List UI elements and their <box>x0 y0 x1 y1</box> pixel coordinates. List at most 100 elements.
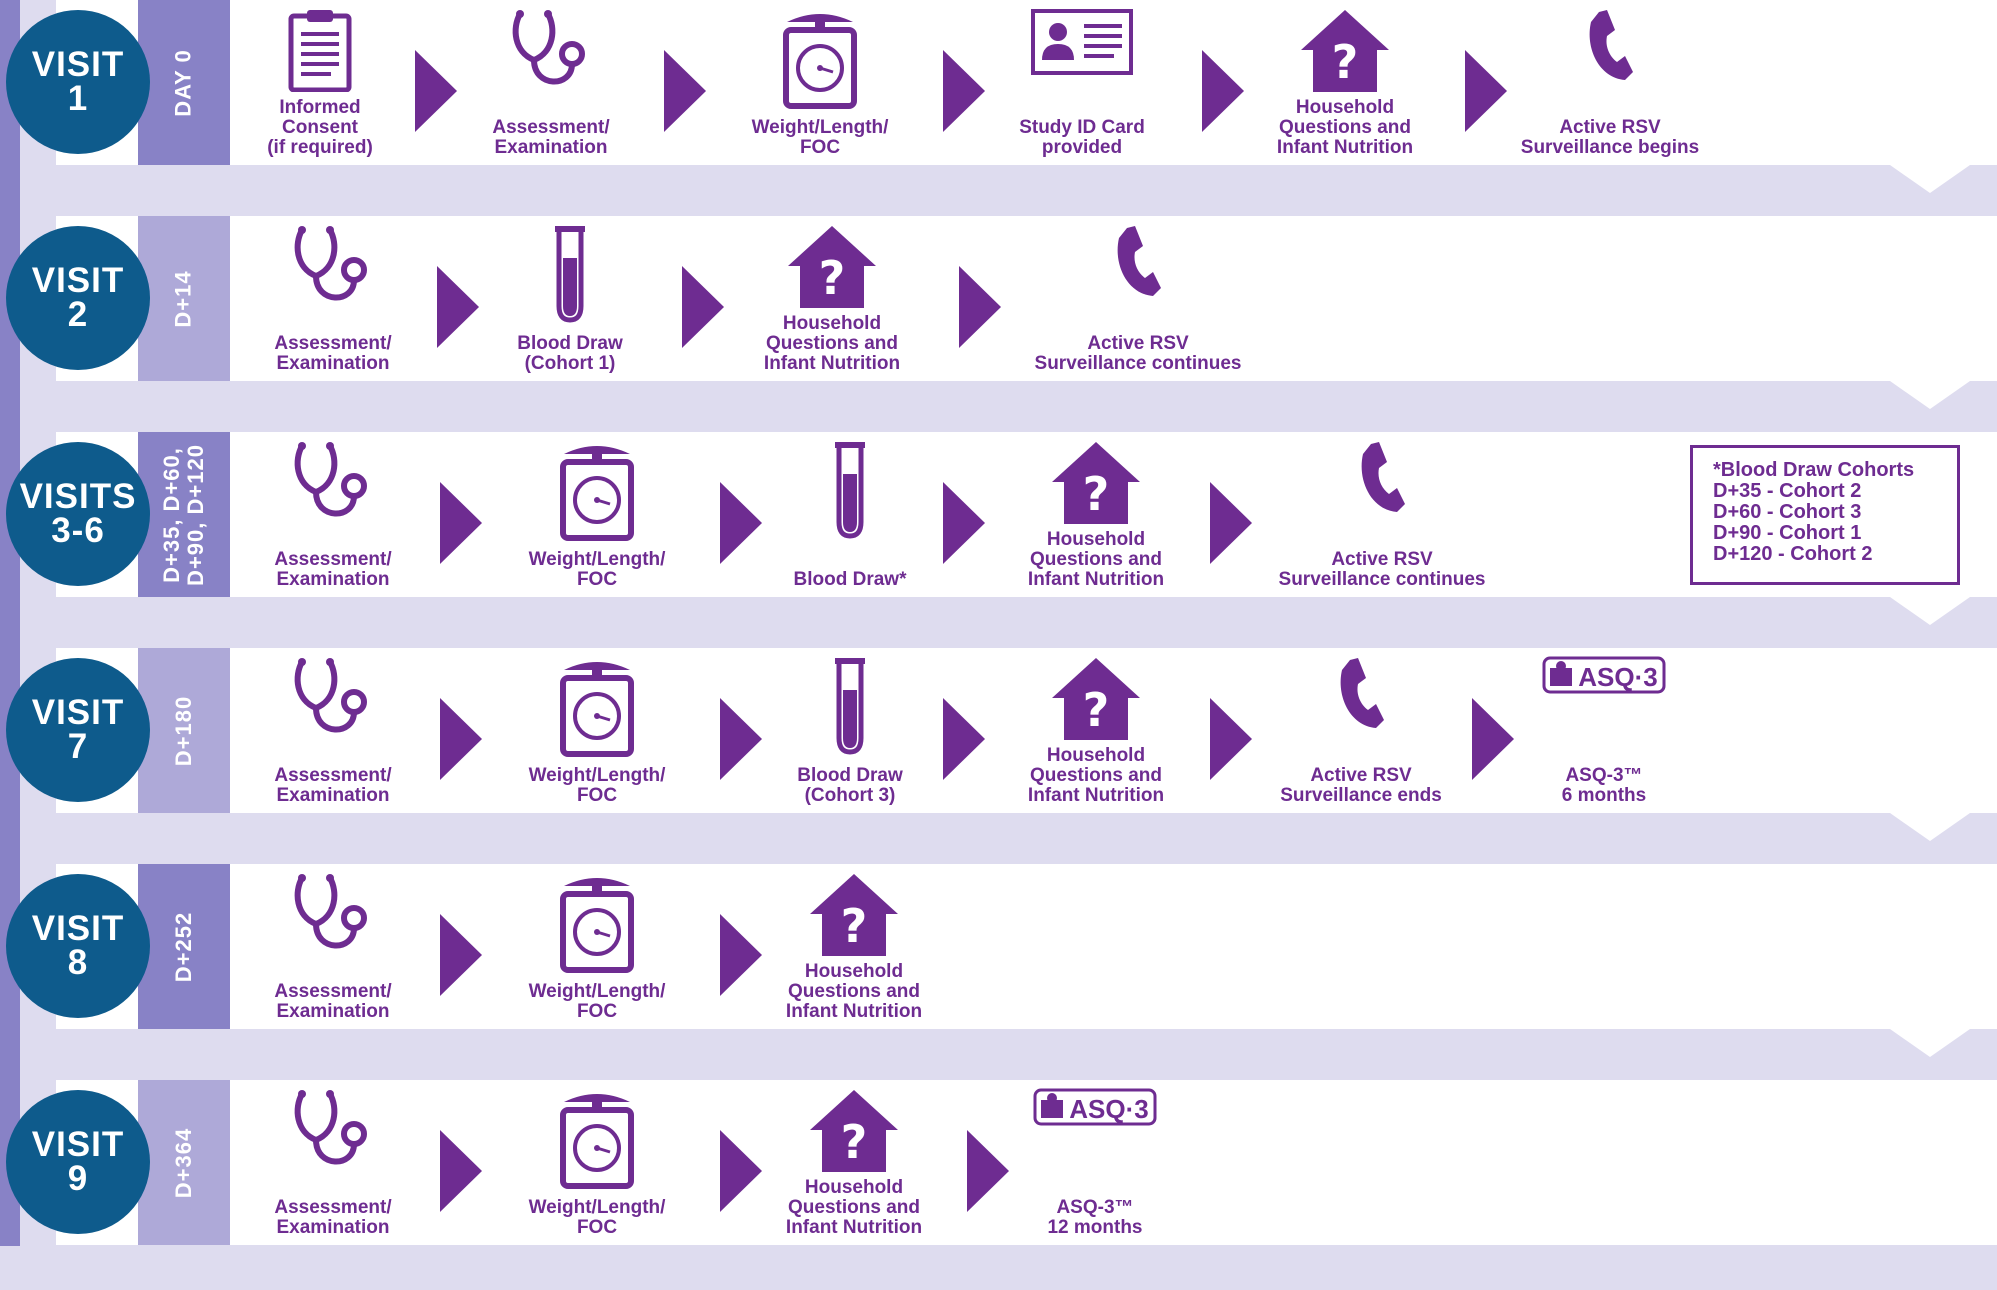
step-label: Active RSV Surveillance ends <box>1280 765 1442 806</box>
step-label: Household Questions and Infant Nutrition <box>1276 97 1414 158</box>
house-question-icon: ? <box>732 224 932 310</box>
visit-step: Blood Draw (Cohort 3) <box>750 648 950 813</box>
svg-text:?: ? <box>1083 467 1110 521</box>
step-arrow-icon <box>1210 698 1252 780</box>
step-label: Household Questions and Infant Nutrition <box>763 313 901 374</box>
visit-word: VISITS <box>19 477 137 516</box>
visit-number: 2 <box>67 295 89 334</box>
visit-step: Assessment/ Examination <box>233 648 433 813</box>
id-card-icon <box>982 8 1182 76</box>
step-arrow-icon <box>682 266 724 348</box>
day-text: D+252 <box>170 911 196 982</box>
visit-card <box>56 648 1997 813</box>
svg-text:ASQ·3: ASQ·3 <box>1578 662 1657 692</box>
visit-day-label: DAY 0 <box>138 0 230 165</box>
house-question-icon: ? <box>996 440 1196 526</box>
clipboard-icon <box>220 8 420 92</box>
visit-card <box>56 216 1997 381</box>
phone-icon <box>1261 656 1461 732</box>
stethoscope-icon <box>233 224 433 308</box>
note-line: D+35 - Cohort 2 <box>1713 480 1862 502</box>
visit-step: Weight/Length/ FOC <box>497 864 697 1029</box>
note-line: D+90 - Cohort 1 <box>1713 522 1862 544</box>
visit-step: ? Household Questions and Infant Nutritio… <box>754 864 954 1029</box>
visit-card <box>56 432 1997 597</box>
step-arrow-icon <box>437 266 479 348</box>
step-label: Weight/Length/ FOC <box>528 1197 666 1238</box>
step-arrow-icon <box>415 50 457 132</box>
step-arrow-icon <box>440 482 482 564</box>
phone-icon <box>1510 8 1710 84</box>
step-label: Assessment/ Examination <box>274 333 392 374</box>
step-arrow-icon <box>440 1130 482 1212</box>
blood-draw-cohorts-note: *Blood Draw Cohorts D+35 - Cohort 2 D+60… <box>1690 445 1960 585</box>
house-question-icon: ? <box>996 656 1196 742</box>
step-arrow-icon <box>440 914 482 996</box>
visit-word: VISIT <box>31 1125 125 1164</box>
visit-step: Assessment/ Examination <box>233 432 433 597</box>
down-chevron-connector <box>1890 165 1970 193</box>
step-arrow-icon <box>943 482 985 564</box>
scale-icon <box>497 656 697 758</box>
step-arrow-icon <box>1202 50 1244 132</box>
step-arrow-icon <box>1465 50 1507 132</box>
asq3-logo-icon: ASQ·3 <box>995 1088 1195 1126</box>
visit-card <box>56 0 1997 165</box>
visit-step: Weight/Length/ FOC <box>497 432 697 597</box>
visit-step: Informed Consent (if required) <box>220 0 420 165</box>
day-text: D+180 <box>170 695 196 766</box>
visit-step: ?Household Questions and Infant Nutritio… <box>996 432 1196 597</box>
visit-step: Active RSV Surveillance continues <box>1279 432 1485 597</box>
svg-text:?: ? <box>1083 683 1110 737</box>
step-arrow-icon <box>943 698 985 780</box>
svg-text:?: ? <box>841 899 868 953</box>
visit-step: Assessment/ Examination <box>233 216 433 381</box>
step-label: ASQ-3™ 6 months <box>1561 765 1647 806</box>
step-label: Study ID Card provided <box>1019 117 1145 158</box>
visit-word: VISIT <box>31 261 125 300</box>
svg-text:?: ? <box>841 1115 868 1169</box>
stethoscope-icon <box>451 8 651 92</box>
house-question-icon: ? <box>754 872 954 958</box>
test-tube-icon <box>750 656 950 756</box>
visit-day-label: D+14 <box>138 216 230 381</box>
scale-icon <box>497 872 697 974</box>
visit-step: Assessment/ Examination <box>233 864 433 1029</box>
step-arrow-icon <box>1472 698 1514 780</box>
visit-step: ?Household Questions and Infant Nutritio… <box>732 216 932 381</box>
step-label: Household Questions and Infant Nutrition <box>1027 745 1165 806</box>
day-text: D+35, D+60, D+90, D+120 <box>159 443 208 586</box>
step-label: Assessment/ Examination <box>274 981 392 1022</box>
visit-day-label: D+180 <box>138 648 230 813</box>
step-label: Household Questions and Infant Nutrition <box>785 961 923 1022</box>
house-question-icon: ? <box>754 1088 954 1174</box>
down-chevron-connector <box>1890 813 1970 841</box>
note-line: *Blood Draw Cohorts <box>1713 459 1915 481</box>
step-arrow-icon <box>959 266 1001 348</box>
step-label: Active RSV Surveillance begins <box>1520 117 1700 158</box>
scale-icon <box>720 8 920 110</box>
visit-card <box>56 864 1997 1029</box>
test-tube-icon <box>750 440 950 540</box>
scale-icon <box>497 440 697 542</box>
visit-word: VISIT <box>31 45 125 84</box>
house-question-icon: ? <box>1245 8 1445 94</box>
phone-icon <box>1282 440 1482 516</box>
step-label: Active RSV Surveillance continues <box>1278 549 1486 590</box>
test-tube-icon <box>470 224 670 324</box>
step-label: Blood Draw (Cohort 3) <box>797 765 903 806</box>
step-label: Weight/Length/ FOC <box>528 765 666 806</box>
step-label: Active RSV Surveillance continues <box>1034 333 1242 374</box>
step-arrow-icon <box>1210 482 1252 564</box>
visit-card <box>56 1080 1997 1245</box>
visit-step: Active RSV Surveillance ends <box>1261 648 1461 813</box>
note-line: D+120 - Cohort 2 <box>1713 543 1873 565</box>
